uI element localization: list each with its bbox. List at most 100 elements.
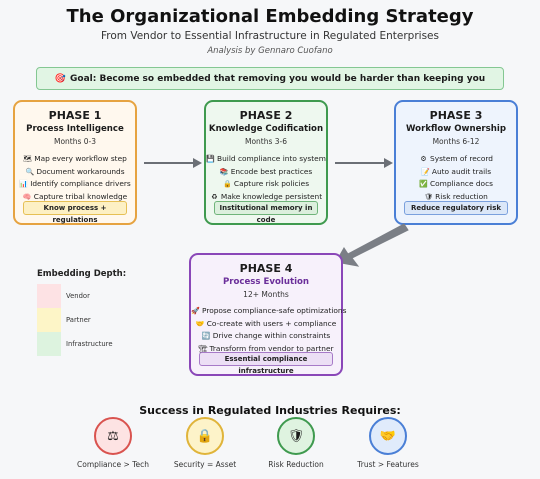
list-item-text: Build compliance into system [217, 154, 326, 163]
books-icon: 📚 [219, 167, 229, 176]
disk-icon: 💾 [206, 155, 215, 163]
construction-icon: 🏗 [198, 344, 208, 353]
list-item: 💾Build compliance into system [206, 153, 326, 166]
phase-4-duration: 12+ Months [243, 290, 289, 299]
handshake-icon: 🤝 [369, 417, 407, 455]
phase-1-outcome: Know process + regulations [23, 201, 127, 224]
arrow-phase1-to-phase2 [144, 158, 202, 168]
goal-banner: 🎯 Goal: Become so embedded that removing… [36, 67, 504, 90]
phase-1-name: PHASE 1 [48, 109, 102, 122]
list-item-text: Identify compliance drivers [30, 179, 131, 188]
phase-2-duration: Months 3-6 [244, 137, 288, 146]
bar-chart-icon: 📊 [19, 180, 29, 188]
map-icon: 🗺 [23, 155, 33, 163]
list-item-text: Drive change within constraints [212, 331, 331, 340]
diagram-title: The Organizational Embedding Strategy [66, 6, 474, 27]
legend-label-infrastructure: Infrastructure [66, 340, 113, 348]
list-item: 🚀Propose compliance-safe optimizations [191, 305, 346, 318]
success-label-risk: Risk Reduction [268, 460, 324, 469]
phase-1-subtitle: Process Intelligence [26, 124, 124, 134]
list-item: 📊Identify compliance drivers [15, 178, 135, 191]
list-item-text: Map every workflow step [34, 154, 127, 163]
handshake-glyph: 🤝 [379, 428, 397, 444]
list-item: 🔒Capture risk policies [206, 178, 326, 191]
phase-2-outcome: Institutional memory in code [214, 201, 318, 224]
phase-2-card: PHASE 2 Knowledge Codification Months 3-… [204, 100, 328, 225]
list-item: 🛡Risk reduction [396, 191, 516, 204]
phase-3-list: ⚙System of record 📝Auto audit trails ✅Co… [396, 153, 516, 203]
arrow-phase3-to-phase4 [335, 223, 409, 267]
list-item-text: Transform from vendor to partner [209, 343, 334, 353]
list-item-text: Document workarounds [36, 166, 125, 176]
list-item: 🧠Capture tribal knowledge [15, 191, 135, 204]
gear-icon: ⚙ [420, 155, 427, 163]
list-item-text: Compliance docs [430, 179, 493, 188]
list-item: ✅Compliance docs [396, 178, 516, 191]
phase-4-card: PHASE 4 Process Evolution 12+ Months 🚀Pr… [189, 253, 346, 376]
recycle-icon: ♻ [211, 192, 218, 201]
list-item-text: Risk reduction [435, 191, 488, 201]
success-label-compliance: Compliance > Tech [77, 460, 149, 469]
legend-swatch-vendor [37, 284, 61, 308]
phase-4-list: 🚀Propose compliance-safe optimizations 🤝… [191, 305, 346, 356]
list-item: 🔍Document workarounds [15, 166, 135, 179]
list-item: 🔄Drive change within constraints [191, 330, 341, 343]
success-label-trust: Trust > Features [357, 460, 419, 469]
phase-3-name: PHASE 3 [429, 109, 483, 122]
author-credit: Analysis by Gennaro Cuofano [207, 46, 333, 56]
phase-4-name: PHASE 4 [239, 262, 293, 275]
goal-text: Goal: Become so embedded that removing y… [70, 73, 486, 84]
phase-3-subtitle: Workflow Ownership [406, 124, 506, 134]
list-item-text: Capture risk policies [233, 179, 310, 188]
memo-icon: 📝 [421, 167, 430, 176]
shield-icon: 🛡 [424, 192, 434, 201]
rocket-icon: 🚀 [191, 307, 200, 315]
list-item: 🤝Co-create with users + compliance [191, 318, 341, 331]
phase-2-subtitle: Knowledge Codification [208, 124, 324, 134]
phase-4-subtitle: Process Evolution [222, 277, 310, 287]
shield-glyph: 🛡 [287, 428, 305, 444]
diagram-subtitle: From Vendor to Essential Infrastructure … [101, 30, 439, 42]
list-item-text: System of record [430, 154, 493, 163]
lock-icon: 🔒 [223, 180, 232, 188]
scales-glyph: ⚖ [107, 428, 119, 444]
phase-3-outcome: Reduce regulatory risk [404, 201, 508, 215]
legend-title: Embedding Depth: [37, 269, 127, 279]
list-item-text: Co-create with users + compliance [206, 318, 337, 328]
list-item-text: Auto audit trails [431, 166, 492, 176]
lock-icon: 🔒 [186, 417, 224, 455]
lock-glyph: 🔒 [196, 428, 214, 444]
list-item-text: Propose compliance-safe optimizations [202, 306, 347, 315]
check-icon: ✅ [419, 180, 428, 188]
legend-swatch-infrastructure [37, 332, 61, 356]
list-item-text: Make knowledge persistent [220, 191, 323, 201]
success-label-security: Security = Asset [173, 460, 237, 469]
phase-4-outcome: Essential compliance infrastructure [199, 352, 333, 375]
cycle-icon: 🔄 [201, 332, 211, 340]
list-item: ⚙System of record [396, 153, 516, 166]
list-item: 📚Encode best practices [206, 166, 326, 179]
phase-1-list: 🗺Map every workflow step 🔍Document worka… [15, 153, 135, 203]
phase-3-card: PHASE 3 Workflow Ownership Months 6-12 ⚙… [394, 100, 518, 225]
list-item: 📝Auto audit trails [396, 166, 516, 179]
legend-label-partner: Partner [66, 316, 91, 324]
list-item-text: Encode best practices [230, 166, 313, 176]
brain-icon: 🧠 [22, 192, 32, 201]
list-item: ♻Make knowledge persistent [206, 191, 326, 204]
phase-1-card: PHASE 1 Process Intelligence Months 0-3 … [13, 100, 137, 225]
phase-3-duration: Months 6-12 [432, 137, 480, 146]
legend-label-vendor: Vendor [66, 292, 90, 300]
scales-icon: ⚖ [94, 417, 132, 455]
arrow-phase2-to-phase3 [335, 158, 393, 168]
magnifier-icon: 🔍 [25, 167, 35, 176]
list-item: 🗺Map every workflow step [15, 153, 135, 166]
shield-icon: 🛡 [277, 417, 315, 455]
phase-1-duration: Months 0-3 [53, 137, 97, 146]
handshake-icon: 🤝 [195, 319, 205, 328]
legend-swatch-partner [37, 308, 61, 332]
phase-2-list: 💾Build compliance into system 📚Encode be… [206, 153, 326, 203]
list-item: 🏗Transform from vendor to partner [191, 343, 341, 356]
list-item-text: Capture tribal knowledge [33, 191, 128, 201]
success-title: Success in Regulated Industries Requires… [139, 404, 401, 417]
target-icon: 🎯 [54, 73, 66, 84]
